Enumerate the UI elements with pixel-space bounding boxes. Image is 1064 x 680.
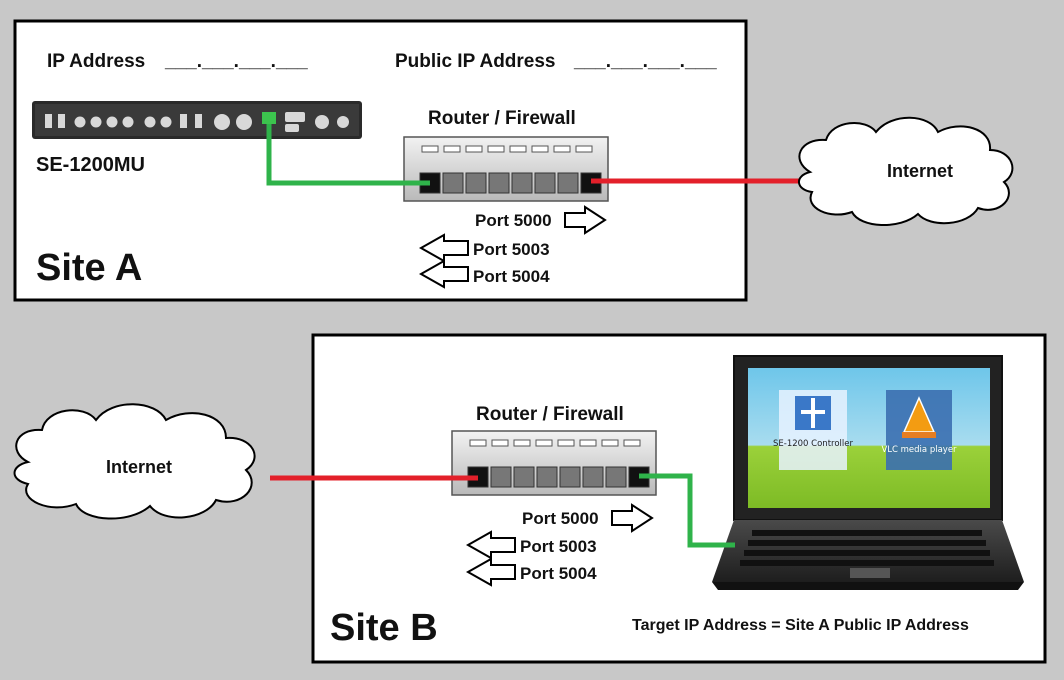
arrow-left-icon — [465, 557, 516, 587]
lan-cable-a — [266, 124, 430, 186]
device-ethernet-port — [262, 112, 276, 124]
ip-address-blank: ___.___.___.___ — [164, 51, 308, 72]
laptop: SE-1200 Controller VLC media player — [712, 355, 1024, 590]
se-1200-controller-icon[interactable]: SE-1200 Controller — [773, 390, 853, 470]
arrow-right-icon — [611, 503, 654, 533]
se-1200-controller-label: SE-1200 Controller — [773, 439, 853, 449]
cloud-label-b: Internet — [106, 457, 172, 477]
port-5004-a: Port 5004 — [473, 267, 550, 286]
site-a-panel: IP Address ___.___.___.___ Public IP Add… — [13, 19, 802, 302]
site-a-title: Site A — [36, 247, 142, 289]
port-5000-b: Port 5000 — [522, 509, 599, 528]
port-5004-b: Port 5004 — [520, 564, 597, 583]
site-b-title: Site B — [330, 607, 438, 649]
vlc-media-player-icon[interactable]: VLC media player — [881, 390, 957, 470]
cloud-internet-a: Internet — [798, 116, 1014, 226]
site-b-panel: Router / Firewall Port 5000 — [311, 333, 1047, 664]
cloud-label-a: Internet — [887, 161, 953, 181]
device-label: SE-1200MU — [36, 154, 145, 176]
router-b-label: Router / Firewall — [476, 404, 624, 425]
router-b — [451, 430, 657, 496]
vlc-media-player-label: VLC media player — [881, 445, 957, 455]
arrow-left-icon — [418, 233, 469, 263]
lan-cable-b — [639, 473, 735, 548]
router-a-label: Router / Firewall — [428, 108, 576, 129]
router-a — [403, 136, 609, 202]
target-ip-note: Target IP Address = Site A Public IP Add… — [632, 617, 969, 634]
port-5000-a: Port 5000 — [475, 211, 552, 230]
port-5003-b: Port 5003 — [520, 537, 597, 556]
arrow-left-icon — [465, 530, 516, 560]
arrow-left-icon — [418, 259, 469, 289]
port-5003-a: Port 5003 — [473, 240, 550, 259]
cloud-internet-b: Internet — [13, 403, 256, 520]
arrow-right-icon — [564, 205, 607, 235]
ip-address-label: IP Address — [47, 51, 145, 72]
public-ip-label: Public IP Address — [395, 51, 556, 72]
public-ip-blank: ___.___.___.___ — [573, 51, 717, 72]
se-1200mu-device — [32, 101, 362, 139]
